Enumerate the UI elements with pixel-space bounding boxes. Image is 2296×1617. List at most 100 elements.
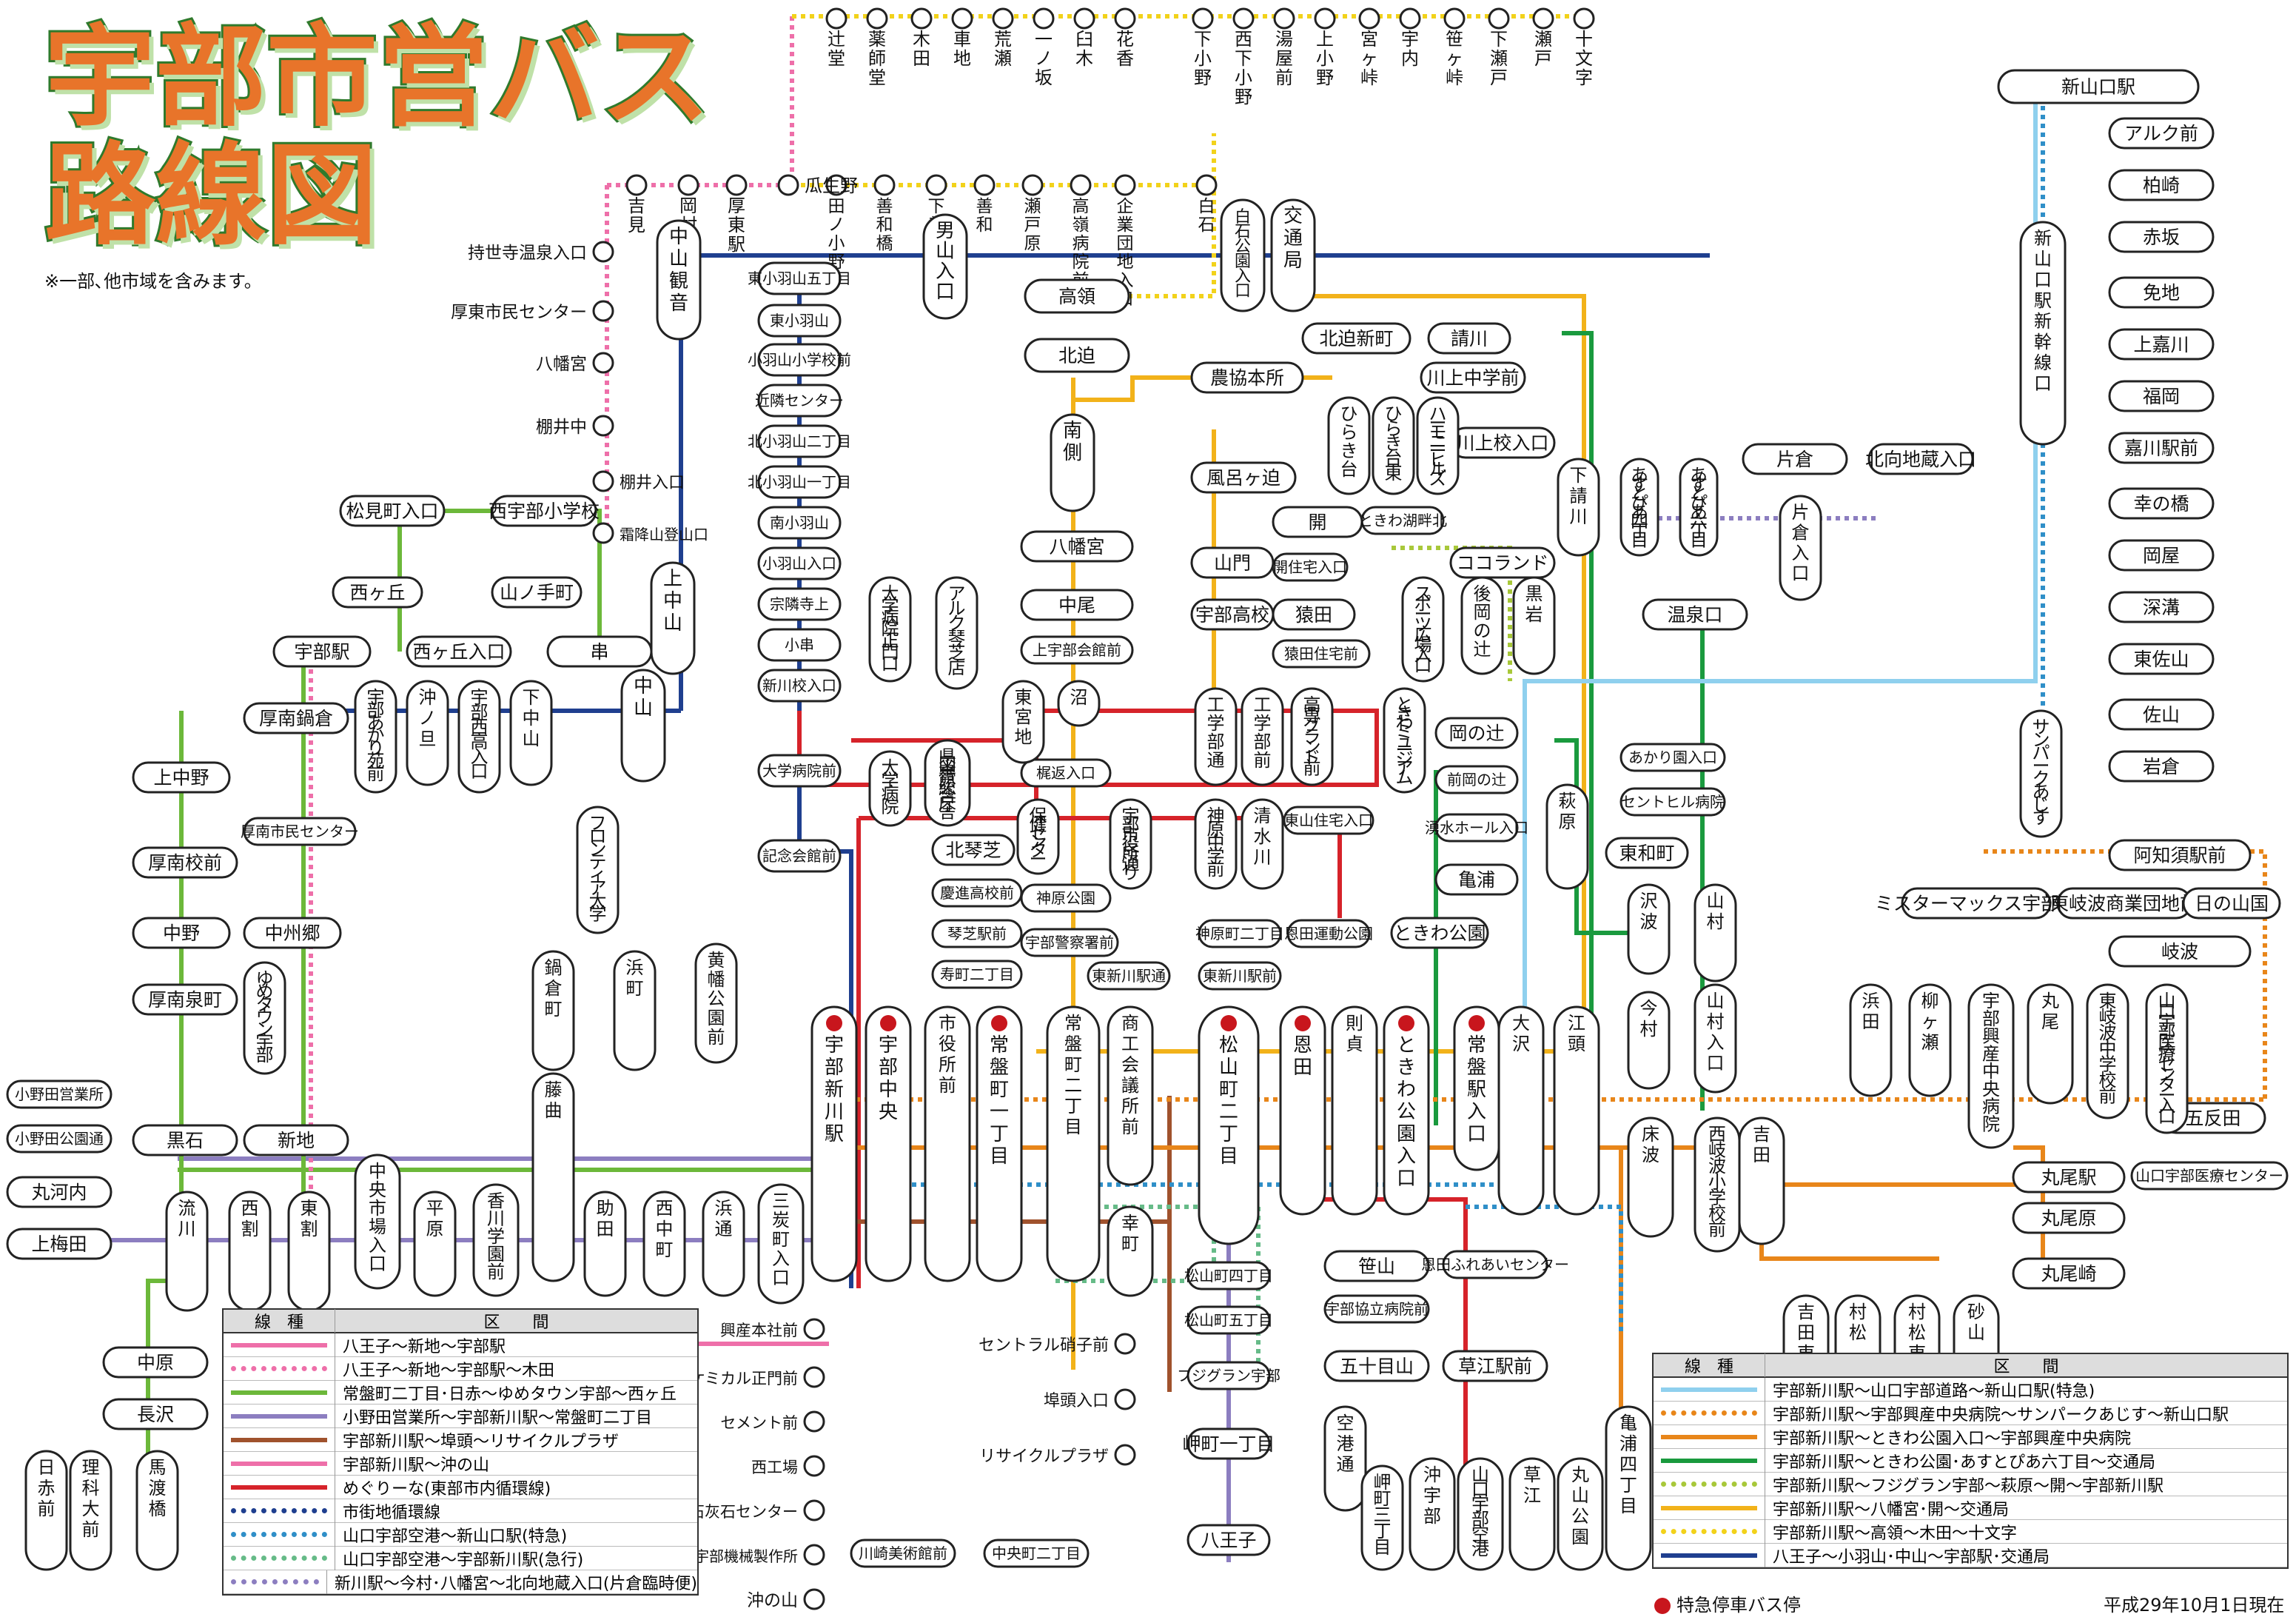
stop-label-char: 中 — [669, 226, 688, 248]
stop-label-char: 柳 — [1921, 991, 1939, 1011]
bus-stop: 日の山国 — [2182, 887, 2281, 920]
stop-box — [931, 960, 1023, 989]
bus-stop: 上小野 — [1314, 7, 1336, 88]
stop-box — [650, 561, 696, 675]
stop-label: 高領 — [1058, 286, 1095, 307]
stop-label-char: ハ — [1429, 404, 1447, 424]
stop-label: 瓜生野 — [805, 175, 858, 196]
stop-label-char: あ — [367, 712, 385, 733]
express-stop-marker — [1295, 1015, 1311, 1031]
stop-label: 北琴芝 — [945, 840, 1001, 861]
bus-stop: 川上校入口 — [1449, 426, 1556, 459]
stop-label-char: 山 — [2034, 249, 2052, 270]
stop-label: 上梅田 — [31, 1233, 87, 1255]
stop-label-char: 上 — [663, 568, 682, 590]
legend-row: 八王子～新地～宇部駅 — [224, 1333, 697, 1357]
stop-label: 柏崎 — [2143, 175, 2180, 196]
bus-stop: セントヒル病院 — [1619, 787, 1726, 817]
stop-label-char: 図 — [939, 754, 956, 775]
stop-marker — [1114, 1333, 1136, 1355]
stop-box — [1050, 413, 1095, 512]
bus-stop: 赤坂 — [2108, 221, 2215, 253]
bus-stop: 草江駅前 — [1442, 1350, 1548, 1382]
stop-label-char: 校 — [2099, 1070, 2117, 1091]
stop-box — [757, 384, 842, 418]
bus-stop: ときわ公園入口 — [1383, 1005, 1430, 1216]
stop-label-char: 荒 — [994, 29, 1012, 50]
stop-box — [1694, 883, 1737, 982]
stop-label: 湧水ホール入口 — [1425, 819, 1528, 837]
stop-label-char: 村 — [1908, 1302, 1926, 1322]
stop-label-char: 頭 — [1568, 1034, 1585, 1054]
stop-label-char: 東 — [1385, 463, 1403, 483]
legend-left-col-type: 線 種 — [254, 1313, 303, 1332]
stop-label-char: 議 — [1121, 1075, 1139, 1096]
stop-label-char: あ — [1631, 502, 1648, 523]
stop-label-char: 幡 — [708, 969, 725, 990]
stop-box — [1020, 635, 1134, 665]
stop-box — [6, 1176, 113, 1208]
bus-stop: ときわ湖畔北 — [1358, 506, 1447, 535]
stop-label-char: 部 — [1982, 1008, 2000, 1029]
stop-label-char: 山 — [1219, 1057, 1238, 1079]
stop-label-char: 波 — [2099, 1022, 2117, 1043]
stop-box — [1457, 1457, 1504, 1571]
stop-label-char: 目 — [990, 1145, 1009, 1168]
stop-label-char: 宮 — [1360, 29, 1378, 50]
stop-label-char: 園 — [708, 1008, 725, 1028]
stop-box — [1627, 991, 1671, 1090]
stop-label-char: 割 — [241, 1219, 259, 1239]
stop-label: 東山住宅入口 — [1284, 811, 1373, 829]
stop-label-char: 坂 — [1035, 67, 1053, 88]
express-stop-label: 特急停車バス停 — [1676, 1595, 1801, 1616]
stop-label-char: 山 — [1571, 1485, 1589, 1506]
stop-label-char: め — [256, 981, 274, 1002]
stop-box — [2108, 276, 2215, 309]
stop-label-char: 所 — [1122, 843, 1140, 864]
bus-stop: 亀浦 — [1434, 863, 1519, 896]
stop-label-char: 萩 — [1559, 791, 1577, 811]
stop-box — [1642, 598, 1748, 631]
stop-label-char: 厚 — [728, 195, 745, 216]
stop-label-char: 入 — [1467, 1101, 1486, 1123]
stop-label-char: 宇 — [1471, 1494, 1489, 1515]
stop-label: 農協本所 — [1210, 367, 1284, 389]
legend-row-label: 常盤町二丁目･日赤～ゆめタウン宇部～西ヶ丘 — [335, 1380, 677, 1405]
stop-label-char: す — [1690, 475, 1708, 495]
bus-stop: あすとぴあ六丁目 — [1679, 458, 1719, 557]
stop-box — [1449, 546, 1556, 579]
stop-label-char: 花 — [1116, 29, 1134, 50]
stop-label: 岬町一丁目 — [1182, 1433, 1275, 1455]
stop-label-char: 六 — [1690, 512, 1708, 532]
stop-box — [2108, 328, 2215, 361]
stop-label-char: 所 — [939, 1054, 956, 1075]
bus-stop: 琴芝駅前 — [931, 919, 1023, 948]
stop-label-char: 空 — [1337, 1413, 1355, 1433]
stop-box — [457, 680, 501, 794]
bus-stop: 新山口駅 — [1997, 69, 2200, 104]
bus-stop: 臼木 — [1073, 7, 1095, 69]
stop-label: 佐山 — [2143, 704, 2180, 726]
stop-label-char: 盤 — [990, 1057, 1009, 1079]
stop-label-char: 駅 — [728, 234, 745, 255]
stop-label-char: 田 — [1293, 1057, 1312, 1079]
bus-stop: 丸尾駅 — [2012, 1161, 2126, 1194]
stop-box — [1109, 798, 1152, 890]
stop-label-char: 学 — [1207, 713, 1225, 734]
stop-label-char: 川 — [825, 1101, 844, 1123]
stop-label-char: 丸 — [2041, 991, 2059, 1011]
stop-label-char: 地 — [1015, 726, 1033, 747]
stop-label-char: 宇 — [1423, 1485, 1441, 1506]
legend-row-label: 宇部新川駅～フジグラン宇部～萩原～開～宇部新川駅 — [1765, 1472, 2164, 1496]
stop-label-char: 村 — [1707, 1011, 1725, 1032]
stop-label-char: 則 — [1346, 1013, 1363, 1034]
stop-label-char: ー — [1429, 441, 1447, 461]
legend-row: 宇部新川駅～フジグラン宇部～萩原～開～宇部新川駅 — [1654, 1472, 2287, 1496]
stop-label-char: 川 — [487, 1208, 505, 1229]
bus-stop: 上中野 — [132, 761, 231, 794]
bus-stop: 棚井中 — [536, 415, 614, 437]
bus-stop: 厚南校前 — [132, 846, 238, 879]
stop-box — [924, 1005, 971, 1282]
